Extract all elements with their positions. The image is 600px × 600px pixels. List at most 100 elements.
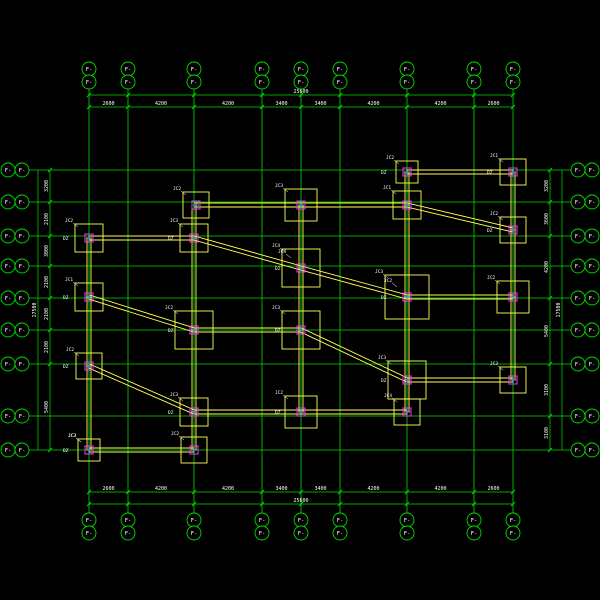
axis-bubble-label: F-: [5, 264, 12, 270]
dimension-tick: [191, 92, 197, 98]
dimension-tick: [510, 104, 516, 110]
axis-bubble-label: F-: [19, 168, 26, 174]
leader-line: [75, 437, 82, 443]
axis-bubble-circle: [584, 228, 600, 244]
axis-bubble-label: F-: [575, 234, 582, 240]
axis-bubble-circle: [505, 74, 521, 90]
dimension-label: 3400: [275, 486, 287, 492]
column-tag: DZ: [381, 295, 387, 301]
dimension-label: 2100: [44, 308, 50, 320]
axis-bubble-label: F-: [510, 531, 517, 537]
dimension-tick: [471, 92, 477, 98]
axis-bubble-label: F-: [259, 67, 266, 73]
axis-bubble-label: F-: [125, 531, 132, 537]
footing-tag: JC1: [490, 153, 498, 159]
column-tag: DZ: [168, 328, 174, 334]
axis-bubble-label: F-: [404, 518, 411, 524]
footing-tag: JC1: [383, 185, 391, 191]
footing-outline: [77, 438, 101, 462]
dimension-tick: [337, 489, 343, 495]
footing-outline: [281, 248, 321, 288]
axis-bubble-label: F-: [259, 80, 266, 86]
dimension-tick: [547, 295, 553, 301]
footing-outline: [74, 282, 104, 312]
column-outline: [508, 167, 518, 177]
column-tag: DZ: [63, 448, 69, 454]
axis-bubble-circle: [14, 228, 30, 244]
dimension-label: 4200: [434, 101, 446, 107]
dimension-tick: [191, 501, 197, 507]
leader-line: [279, 247, 286, 253]
dimension-tick: [471, 104, 477, 110]
leader-line: [385, 359, 392, 365]
axis-bubble-label: F-: [575, 168, 582, 174]
dimension-tick: [125, 104, 131, 110]
column-outline: [84, 361, 94, 371]
leader-line: [497, 215, 504, 221]
footing-outline: [384, 274, 430, 320]
footing-tag: JC3: [490, 361, 498, 367]
leader-line: [279, 309, 286, 315]
leader-line: [282, 187, 289, 193]
axis-bubble-label: F-: [510, 80, 517, 86]
axis-bubble-circle: [584, 408, 600, 424]
footing-tag: JC2: [490, 211, 498, 217]
beam-edge: [301, 265, 408, 296]
axis-bubble-label: F-: [86, 518, 93, 524]
axis-bubble-circle: [14, 356, 30, 372]
axis-bubble-label: F-: [19, 414, 26, 420]
axis-bubble-circle: [14, 322, 30, 338]
dimension-tick: [86, 501, 92, 507]
axis-bubble-label: F-: [19, 264, 26, 270]
axis-bubble-label: F-: [471, 518, 478, 524]
axis-bubble-label: F-: [191, 531, 198, 537]
footing-tag: JC3: [275, 183, 283, 189]
leader-line: [494, 279, 501, 285]
dimension-tick: [337, 92, 343, 98]
dimension-tick: [125, 92, 131, 98]
beam-edge: [193, 239, 301, 271]
axis-bubble-circle: [81, 74, 97, 90]
axis-bubble-label: F-: [191, 518, 198, 524]
dimension-label: 2100: [44, 341, 50, 353]
footing-outline: [496, 280, 530, 314]
axis-bubble-circle: [466, 525, 482, 541]
dimension-tick: [47, 327, 53, 333]
axis-bubble-label: F-: [298, 531, 305, 537]
footing-tag: JC3: [272, 305, 280, 311]
footing-tag: JC2: [165, 305, 173, 311]
axis-bubble-circle: [584, 322, 600, 338]
dimension-label: 2600: [102, 101, 114, 107]
dimension-label: 2600: [102, 486, 114, 492]
column-outline: [296, 325, 306, 335]
footing-outline: [75, 352, 103, 380]
axis-bubble-label: F-: [471, 80, 478, 86]
axis-bubble-label: F-: [298, 80, 305, 86]
axis-bubble-label: F-: [404, 67, 411, 73]
axis-bubble-label: F-: [259, 518, 266, 524]
axis-bubble-circle: [120, 525, 136, 541]
column-outline: [402, 407, 412, 417]
axis-bubble-label: F-: [86, 67, 93, 73]
axis-bubble-circle: [584, 356, 600, 372]
dimension-tick: [47, 447, 53, 453]
dimension-tick: [404, 104, 410, 110]
beam-edge: [88, 298, 194, 333]
axis-bubble-label: F-: [86, 80, 93, 86]
dimension-label: 4200: [367, 101, 379, 107]
dimension-tick: [337, 501, 343, 507]
dimension-label: 2600: [487, 101, 499, 107]
dimension-tick: [259, 92, 265, 98]
axis-bubble-label: F-: [125, 80, 132, 86]
axis-bubble-label: F-: [5, 200, 12, 206]
axis-bubble-circle: [14, 290, 30, 306]
dimension-tick: [191, 104, 197, 110]
column-outline: [189, 407, 199, 417]
axis-bubble-label: F-: [5, 414, 12, 420]
axis-bubble-label: F-: [471, 67, 478, 73]
dimension-label: 5400: [544, 325, 550, 337]
footing-outline: [284, 188, 318, 222]
column-tag: DZ: [487, 228, 493, 234]
